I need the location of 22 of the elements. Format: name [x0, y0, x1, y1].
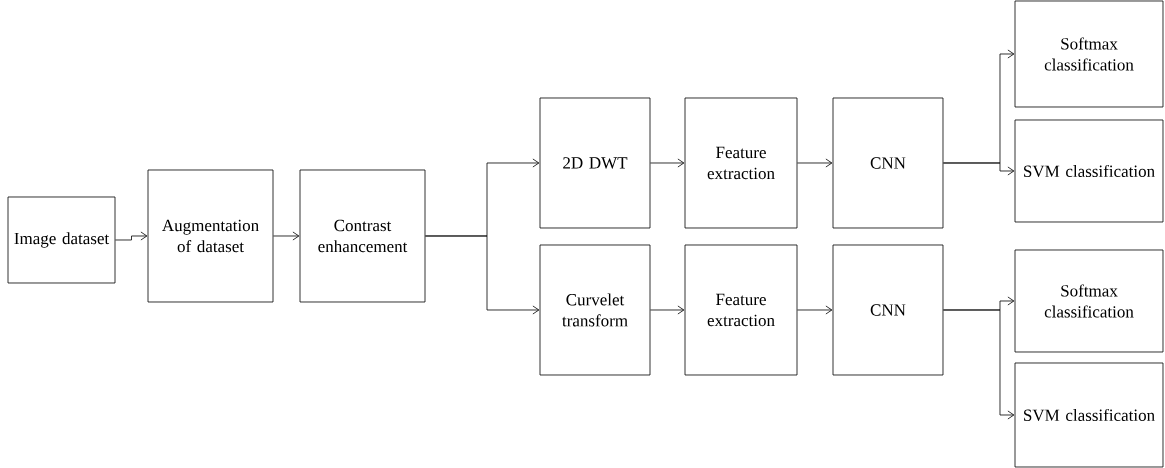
process-box: Feature extraction	[684, 97, 798, 229]
process-box: Contrast enhancement	[299, 169, 426, 303]
process-box: Softmax classification	[1014, 0, 1164, 108]
process-box: Augmentation of dataset	[147, 169, 274, 303]
arrow	[797, 158, 833, 168]
process-box: Softmax classification	[1014, 249, 1164, 353]
process-box: CNN	[832, 244, 944, 376]
process-box: Curvelet transform	[539, 244, 651, 376]
process-box: SVM classification	[1014, 362, 1164, 468]
arrow	[650, 305, 685, 315]
arrow	[943, 162, 1015, 176]
arrow	[943, 309, 1015, 420]
arrow	[273, 231, 300, 241]
process-box: Feature extraction	[684, 244, 798, 376]
arrow	[650, 158, 685, 168]
process-box: 2D DWT	[539, 97, 651, 229]
process-box: Image dataset	[7, 196, 116, 284]
process-box: CNN	[832, 97, 944, 229]
arrow	[115, 231, 148, 241]
arrow	[797, 305, 833, 315]
arrow	[425, 235, 540, 315]
process-box: SVM classification	[1014, 119, 1164, 223]
